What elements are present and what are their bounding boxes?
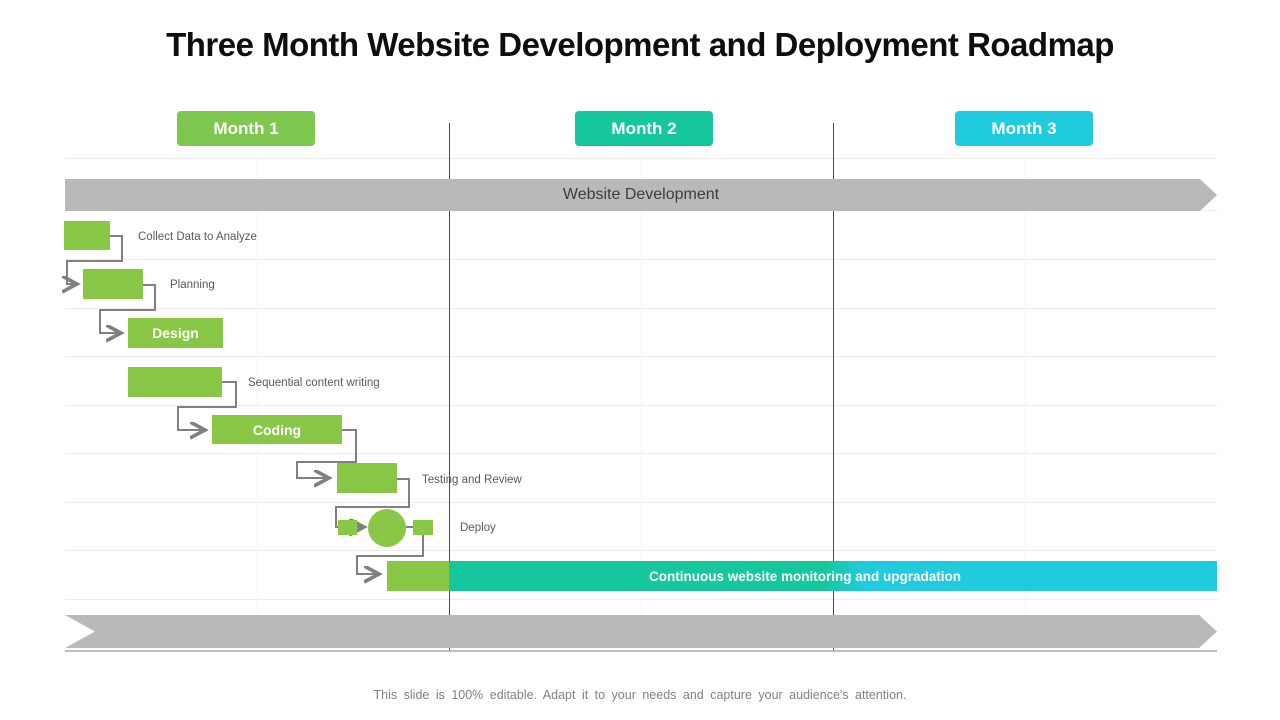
bar-design: Design	[128, 318, 223, 348]
bar-content-writing	[128, 367, 222, 397]
footer-note: This slide is 100% editable. Adapt it to…	[373, 688, 907, 702]
gridline-v	[641, 158, 642, 650]
label-deploy: Deploy	[460, 522, 496, 534]
label-monitoring: Continuous website monitoring and upgrad…	[649, 568, 961, 584]
timeline-ribbon-arrow	[65, 615, 1217, 648]
deploy-milestone-square-right	[413, 520, 433, 535]
month-2-header: Month 2	[575, 111, 713, 146]
label-design: Design	[152, 325, 199, 341]
bar-collect-data	[64, 221, 110, 250]
timeline-baseline	[65, 650, 1217, 652]
bar-monitoring: Continuous website monitoring and upgrad…	[449, 561, 1217, 591]
month-3-header: Month 3	[955, 111, 1093, 146]
gridline-v	[257, 158, 258, 650]
bar-planning	[83, 269, 143, 299]
label-collect-data: Collect Data to Analyze	[138, 231, 257, 243]
slide-title: Three Month Website Development and Depl…	[166, 26, 1114, 63]
month-1-label: Month 1	[213, 118, 279, 138]
label-planning: Planning	[170, 279, 215, 291]
phase-banner-website-development: Website Development	[65, 179, 1217, 211]
label-coding: Coding	[252, 421, 302, 438]
bar-monitoring-lead-in	[387, 561, 449, 591]
month-divider-line	[833, 123, 834, 652]
month-3-label: Month 3	[991, 118, 1057, 138]
month-divider-line	[449, 123, 450, 652]
month-1-header: Month 1	[177, 111, 315, 146]
bar-coding: Coding	[212, 415, 342, 444]
phase-banner-label: Website Development	[562, 186, 720, 203]
bar-testing	[337, 463, 397, 493]
deploy-milestone-circle	[368, 509, 406, 547]
month-2-label: Month 2	[611, 118, 677, 138]
deploy-milestone-square-left	[338, 520, 357, 535]
label-content-writing: Sequential content writing	[248, 377, 380, 389]
gridline-v	[1025, 158, 1026, 650]
label-testing: Testing and Review	[422, 474, 522, 486]
